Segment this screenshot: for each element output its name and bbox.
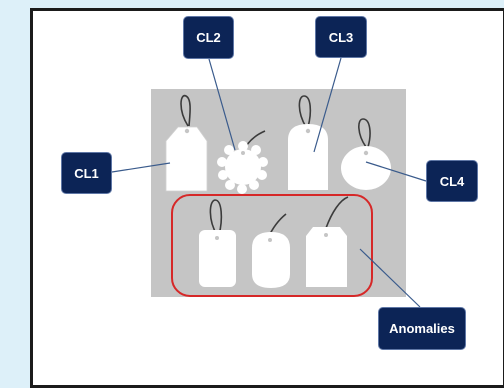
connector-cl1 [111, 162, 171, 173]
connector-anomalies [359, 248, 421, 308]
label-cl2: CL2 [183, 16, 234, 59]
label-cl3: CL3 [315, 16, 367, 58]
label-cl4: CL4 [426, 160, 478, 202]
anomaly-tag-2 [252, 213, 290, 288]
tag-cl4 [341, 118, 391, 190]
label-cl1: CL1 [61, 152, 112, 194]
tag-cl1 [165, 94, 208, 192]
tag-cl3 [288, 95, 328, 190]
connector-cl3 [313, 57, 342, 153]
tag-cl2 [217, 130, 268, 194]
connector-cl2 [208, 58, 236, 151]
anomalies-outline [171, 194, 373, 297]
anomaly-tag-1 [199, 199, 236, 287]
connector-cl4 [365, 161, 427, 182]
label-anomalies: Anomalies [378, 307, 466, 350]
anomaly-tag-3 [306, 196, 349, 287]
